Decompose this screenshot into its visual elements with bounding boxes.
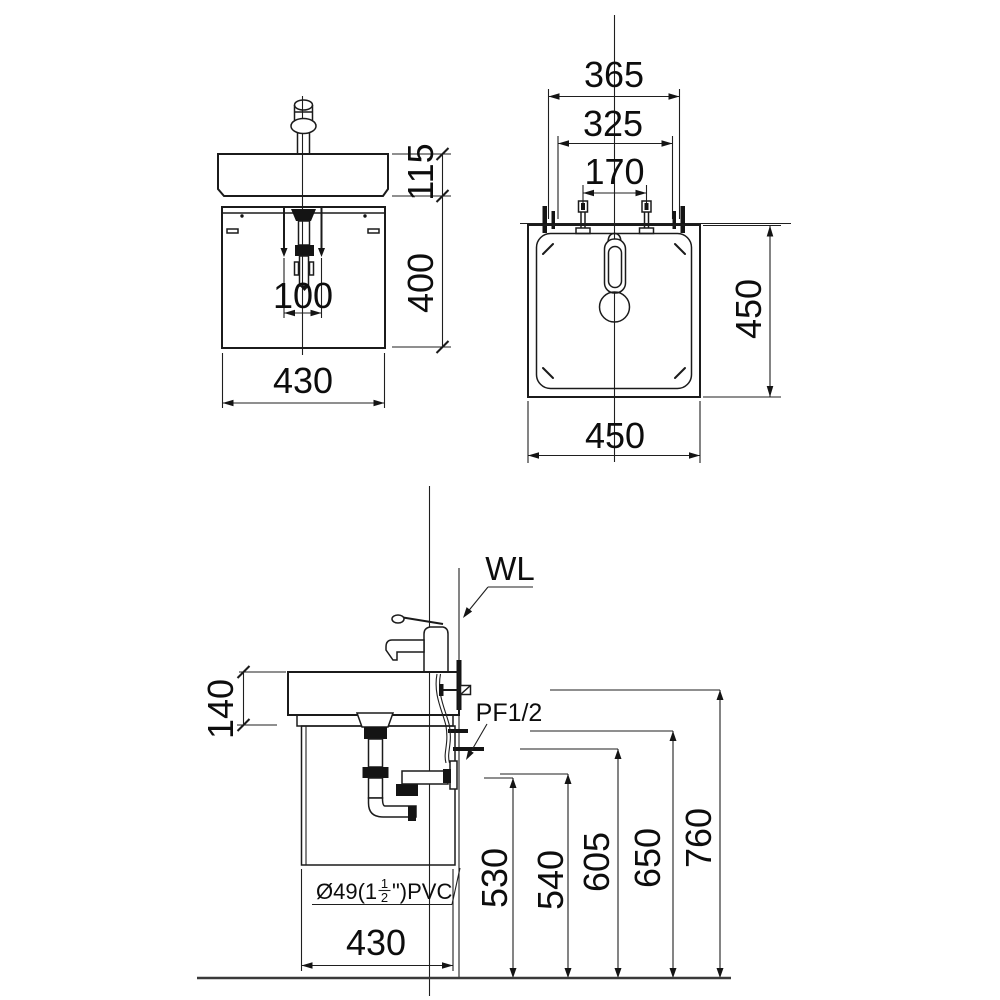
top-dim-450-right-text: 450 [728,279,769,339]
top-dim-depth: 450 [703,224,781,398]
p-trap [355,712,458,821]
pipe-label-prefix: Ø49(1 [316,879,377,904]
top-dim-hole-spacing: 170 [582,151,648,204]
top-dim-inner-width: 325 [557,103,674,219]
side-dim-650-text: 650 [627,828,668,888]
side-faucet [385,614,449,673]
corner-pad-tr [674,243,686,255]
trap-nut [396,784,418,796]
wall-mount-bolt [439,684,472,696]
top-faucet-hole [607,232,622,244]
front-view: 100 115 400 430 [217,96,451,408]
side-dim-605-text: 605 [576,832,617,892]
front-faucet [290,99,317,154]
front-basin [217,153,389,197]
door-pivot-left [240,214,244,218]
supply-stub-upper [448,729,468,733]
pipe-frac-denominator: 2 [381,890,388,905]
wall-line-callout: WL [463,550,535,618]
top-dim-450-bottom-text: 450 [585,415,645,456]
front-dim-basin-height: 115 [392,143,451,203]
top-dim-170-text: 170 [584,151,644,192]
door-pivot-right [363,214,367,218]
wall-anchor-marks [542,206,685,233]
door-handle-right [367,228,380,234]
top-dim-365-text: 365 [584,54,644,95]
side-dim-140-text: 140 [200,679,241,739]
front-dim-430-text: 430 [273,360,333,401]
pipe-label-suffix: ")PVC [392,879,452,904]
drain-arm [401,770,449,785]
top-dim-overall-width: 365 [547,54,681,219]
front-supply-tubes [280,206,325,257]
corner-pad-bl [542,367,554,379]
top-faucet-body [603,238,627,294]
side-dim-530-text: 530 [474,848,515,908]
wall-flange [449,760,458,790]
front-dim-width: 430 [221,353,386,408]
corner-pad-tl [542,243,554,255]
mounting-screw-left [575,200,591,235]
pvc-pipe-callout: Ø49(1 1 2 ")PVC [312,867,461,906]
side-dim-rim-height: 140 [200,665,286,739]
door-handle-left [226,228,239,234]
supply-label: PF1/2 [476,699,543,727]
supply-callout: PF1/2 [466,699,542,760]
front-dim-cabinet-height: 400 [392,196,451,354]
mounting-screw-right [638,200,655,235]
side-dim-430-text: 430 [346,922,406,963]
side-dim-760-text: 760 [678,808,719,868]
top-dim-325-text: 325 [583,103,643,144]
front-drain-pipe [291,209,316,291]
top-drain-hole [598,291,631,323]
pipe-frac-numerator: 1 [381,876,388,891]
top-basin [527,224,701,398]
front-dim-100-text: 100 [273,275,333,316]
corner-pad-br [674,367,686,379]
top-dim-width: 450 [527,401,701,463]
front-dim-drain-offset: 100 [273,258,333,318]
side-dim-depth: 430 [300,869,454,971]
front-dim-400-text: 400 [400,253,441,313]
side-height-dims: 530 540 605 650 760 [474,689,724,978]
top-view: 365 325 170 [520,15,791,463]
front-dim-115-text: 115 [400,143,441,200]
supply-stub-lower [453,747,484,751]
side-view: WL [197,486,731,996]
trap-outlet-stub [408,806,416,821]
wall-line-label: WL [485,550,535,587]
side-dim-540-text: 540 [530,850,571,910]
